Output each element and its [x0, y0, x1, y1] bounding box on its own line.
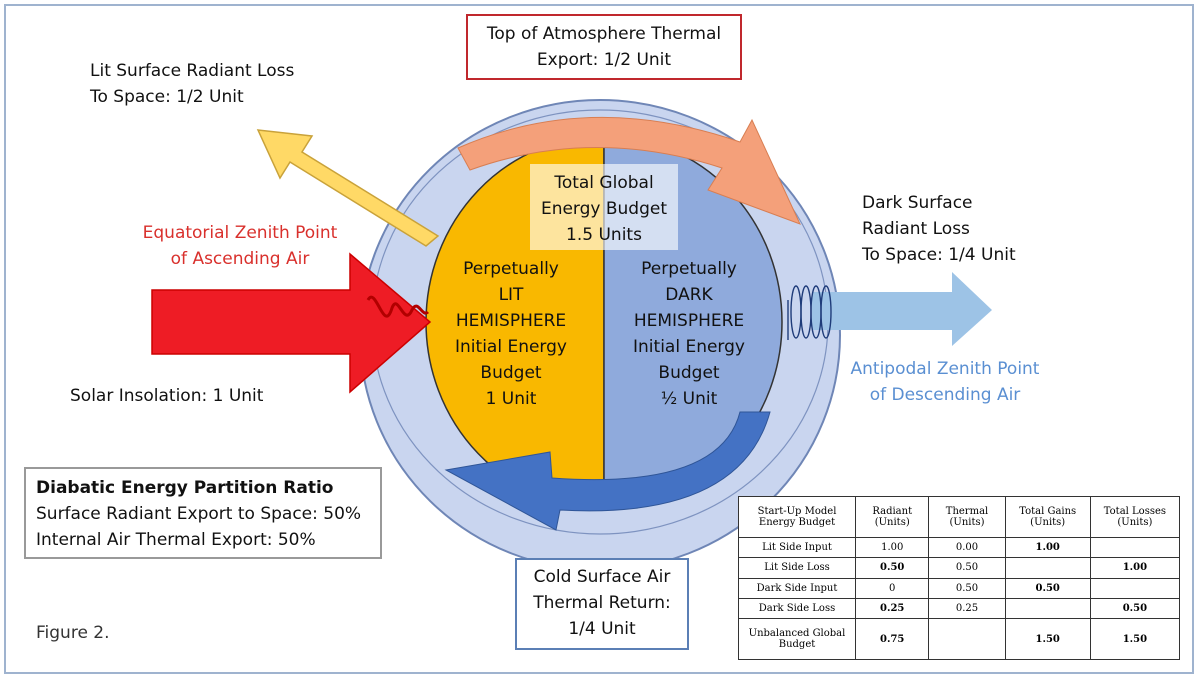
thermal-export-arrow-body — [457, 117, 801, 225]
toa-line2: Export: 1/2 Unit — [536, 50, 672, 70]
cold-line3: 1/4 Unit — [568, 619, 636, 639]
cold-line2: Thermal Return: — [533, 593, 671, 613]
table-cell: 1.50 — [1004, 618, 1091, 660]
antipodal-line2: of Descending Air — [869, 385, 1021, 405]
toa-thermal-export-label: Top of Atmosphere Thermal Export: 1/2 Un… — [466, 14, 742, 80]
table-cell: Lit Side Loss — [738, 557, 856, 579]
dark-hemi-line: Initial Energy — [633, 337, 745, 357]
table-cell — [1089, 577, 1181, 599]
lit-loss-arrow — [256, 129, 440, 247]
antipodal-zenith-label: Antipodal Zenith Point of Descending Air — [830, 356, 1060, 408]
lit-loss-line1: Lit Surface Radiant Loss — [90, 61, 295, 81]
table-cell: 1.00 — [854, 536, 930, 559]
partition-title: Diabatic Energy Partition Ratio — [36, 478, 334, 498]
ascending-air-squiggle — [366, 295, 430, 318]
table-cell — [1089, 536, 1181, 559]
global-budget-label: Total Global Energy Budget 1.5 Units — [530, 164, 678, 250]
table-row: Lit Side Input 1.00 0.00 1.00 — [738, 536, 1181, 559]
table-header-cell: Radiant (Units) — [854, 496, 930, 538]
toa-line1: Top of Atmosphere Thermal — [486, 24, 722, 44]
dark-loss-arrow — [812, 272, 992, 346]
lit-hemi-line: Initial Energy — [455, 337, 567, 357]
antipodal-line1: Antipodal Zenith Point — [850, 359, 1040, 379]
partition-line2: Internal Air Thermal Export: 50% — [36, 530, 316, 550]
cold-return-arrow — [444, 411, 771, 531]
lit-hemi-line: LIT — [498, 285, 524, 305]
partition-ratio-box: Diabatic Energy Partition Ratio Surface … — [24, 467, 382, 559]
dark-hemi-line: Budget — [658, 363, 720, 383]
table-cell: 0 — [854, 577, 930, 599]
dark-hemi-line: Perpetually — [641, 259, 737, 279]
lit-hemi-line: HEMISPHERE — [455, 311, 567, 331]
table-cell: Lit Side Input — [738, 536, 856, 559]
table-cell — [1004, 557, 1091, 579]
solar-insolation-label: Solar Insolation: 1 Unit — [70, 386, 264, 406]
eq-zenith-line2: of Ascending Air — [170, 249, 310, 269]
table-cell: Dark Side Loss — [738, 597, 856, 620]
budget-line2: Energy Budget — [540, 199, 668, 219]
equatorial-zenith-label: Equatorial Zenith Point of Ascending Air — [120, 220, 360, 272]
lit-loss-line2: To Space: 1/2 Unit — [90, 87, 244, 107]
table-row: Lit Side Loss 0.50 0.50 1.00 — [738, 557, 1181, 579]
dark-surface-loss-label: Dark Surface Radiant Loss To Space: 1/4 … — [862, 190, 1016, 268]
figure-caption: Figure 2. — [36, 623, 110, 643]
table-header-cell: Total Losses (Units) — [1089, 496, 1181, 538]
budget-line1: Total Global — [554, 173, 654, 193]
dark-loss-line3: To Space: 1/4 Unit — [862, 245, 1016, 265]
table-cell: 0.50 — [1004, 577, 1091, 599]
table-row: Unbalanced Global Budget 0.75 1.50 1.50 — [738, 618, 1181, 660]
table-cell: Unbalanced Global Budget — [738, 618, 856, 660]
lit-hemi-line: 1 Unit — [485, 389, 537, 409]
table-cell — [1004, 597, 1091, 620]
cold-return-label: Cold Surface Air Thermal Return: 1/4 Uni… — [515, 558, 689, 650]
table-cell: 0.25 — [928, 597, 1006, 620]
lit-hemi-line: Budget — [480, 363, 542, 383]
table-row: Dark Side Loss 0.25 0.25 0.50 — [738, 597, 1181, 620]
dark-hemi-line: DARK — [665, 285, 713, 305]
dark-hemi-line: ½ Unit — [660, 389, 718, 409]
table-header-cell: Thermal (Units) — [928, 496, 1006, 538]
table-cell: 0.50 — [854, 557, 930, 579]
table-row: Dark Side Input 0 0.50 0.50 — [738, 577, 1181, 599]
energy-budget-table: Start-Up Model Energy Budget Radiant (Un… — [738, 496, 1181, 660]
table-cell: 1.00 — [1089, 557, 1181, 579]
table-cell: 0.25 — [854, 597, 930, 620]
table-header-cell: Total Gains (Units) — [1004, 496, 1091, 538]
dark-loss-line1: Dark Surface — [862, 193, 973, 213]
table-header-row: Start-Up Model Energy Budget Radiant (Un… — [738, 496, 1181, 538]
table-header-cell: Start-Up Model Energy Budget — [738, 496, 856, 538]
dark-hemisphere-label: Perpetually DARK HEMISPHERE Initial Ener… — [604, 256, 774, 412]
table-cell: 1.00 — [1004, 536, 1091, 559]
descending-air-coil — [787, 285, 832, 340]
table-cell: 0.00 — [928, 536, 1006, 559]
table-cell: Dark Side Input — [738, 577, 856, 599]
partition-line1: Surface Radiant Export to Space: 50% — [36, 504, 362, 524]
budget-line3: 1.5 Units — [566, 225, 642, 245]
table-cell: 0.75 — [854, 618, 930, 660]
dark-hemi-line: HEMISPHERE — [633, 311, 745, 331]
lit-hemisphere-label: Perpetually LIT HEMISPHERE Initial Energ… — [426, 256, 596, 412]
table-cell: 0.50 — [1089, 597, 1181, 620]
solar-insolation-arrow — [151, 252, 432, 394]
table-cell: 1.50 — [1089, 618, 1181, 660]
table-cell: 0.50 — [928, 577, 1006, 599]
table-cell — [928, 618, 1006, 660]
dark-loss-line2: Radiant Loss — [862, 219, 970, 239]
eq-zenith-line1: Equatorial Zenith Point — [142, 223, 338, 243]
lit-hemi-line: Perpetually — [463, 259, 559, 279]
table-cell: 0.50 — [928, 557, 1006, 579]
lit-surface-loss-label: Lit Surface Radiant Loss To Space: 1/2 U… — [90, 58, 294, 110]
cold-line1: Cold Surface Air — [533, 567, 671, 587]
